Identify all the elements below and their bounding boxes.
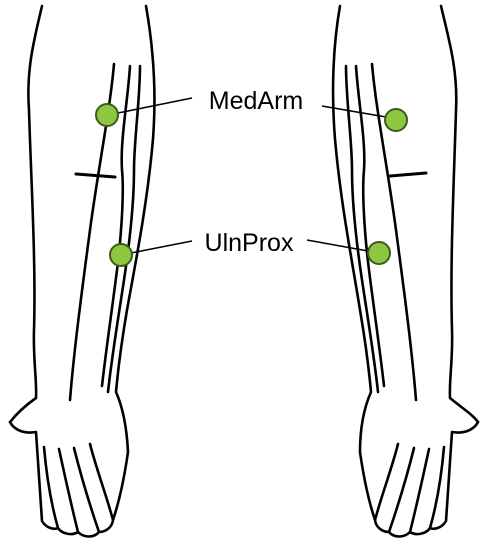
right-arm xyxy=(333,6,478,537)
right-elbow-landmark xyxy=(390,173,426,176)
medarm-site-marker-left xyxy=(96,104,118,126)
left-arm-outer-contour xyxy=(10,6,42,422)
left-elbow-landmark xyxy=(76,174,115,177)
ulnprox-site-marker-right xyxy=(368,242,390,264)
medarm-site-marker-right xyxy=(385,109,407,131)
medarm-label: MedArm xyxy=(209,87,303,115)
ulnprox-site-marker-left xyxy=(110,244,132,266)
ulnprox-label: UlnProx xyxy=(205,229,294,257)
left-hand xyxy=(10,422,128,537)
ulnprox-leader-right xyxy=(307,240,368,251)
right-hand xyxy=(360,422,478,537)
left-arm xyxy=(10,6,154,537)
right-arm-outer-contour xyxy=(441,6,478,422)
